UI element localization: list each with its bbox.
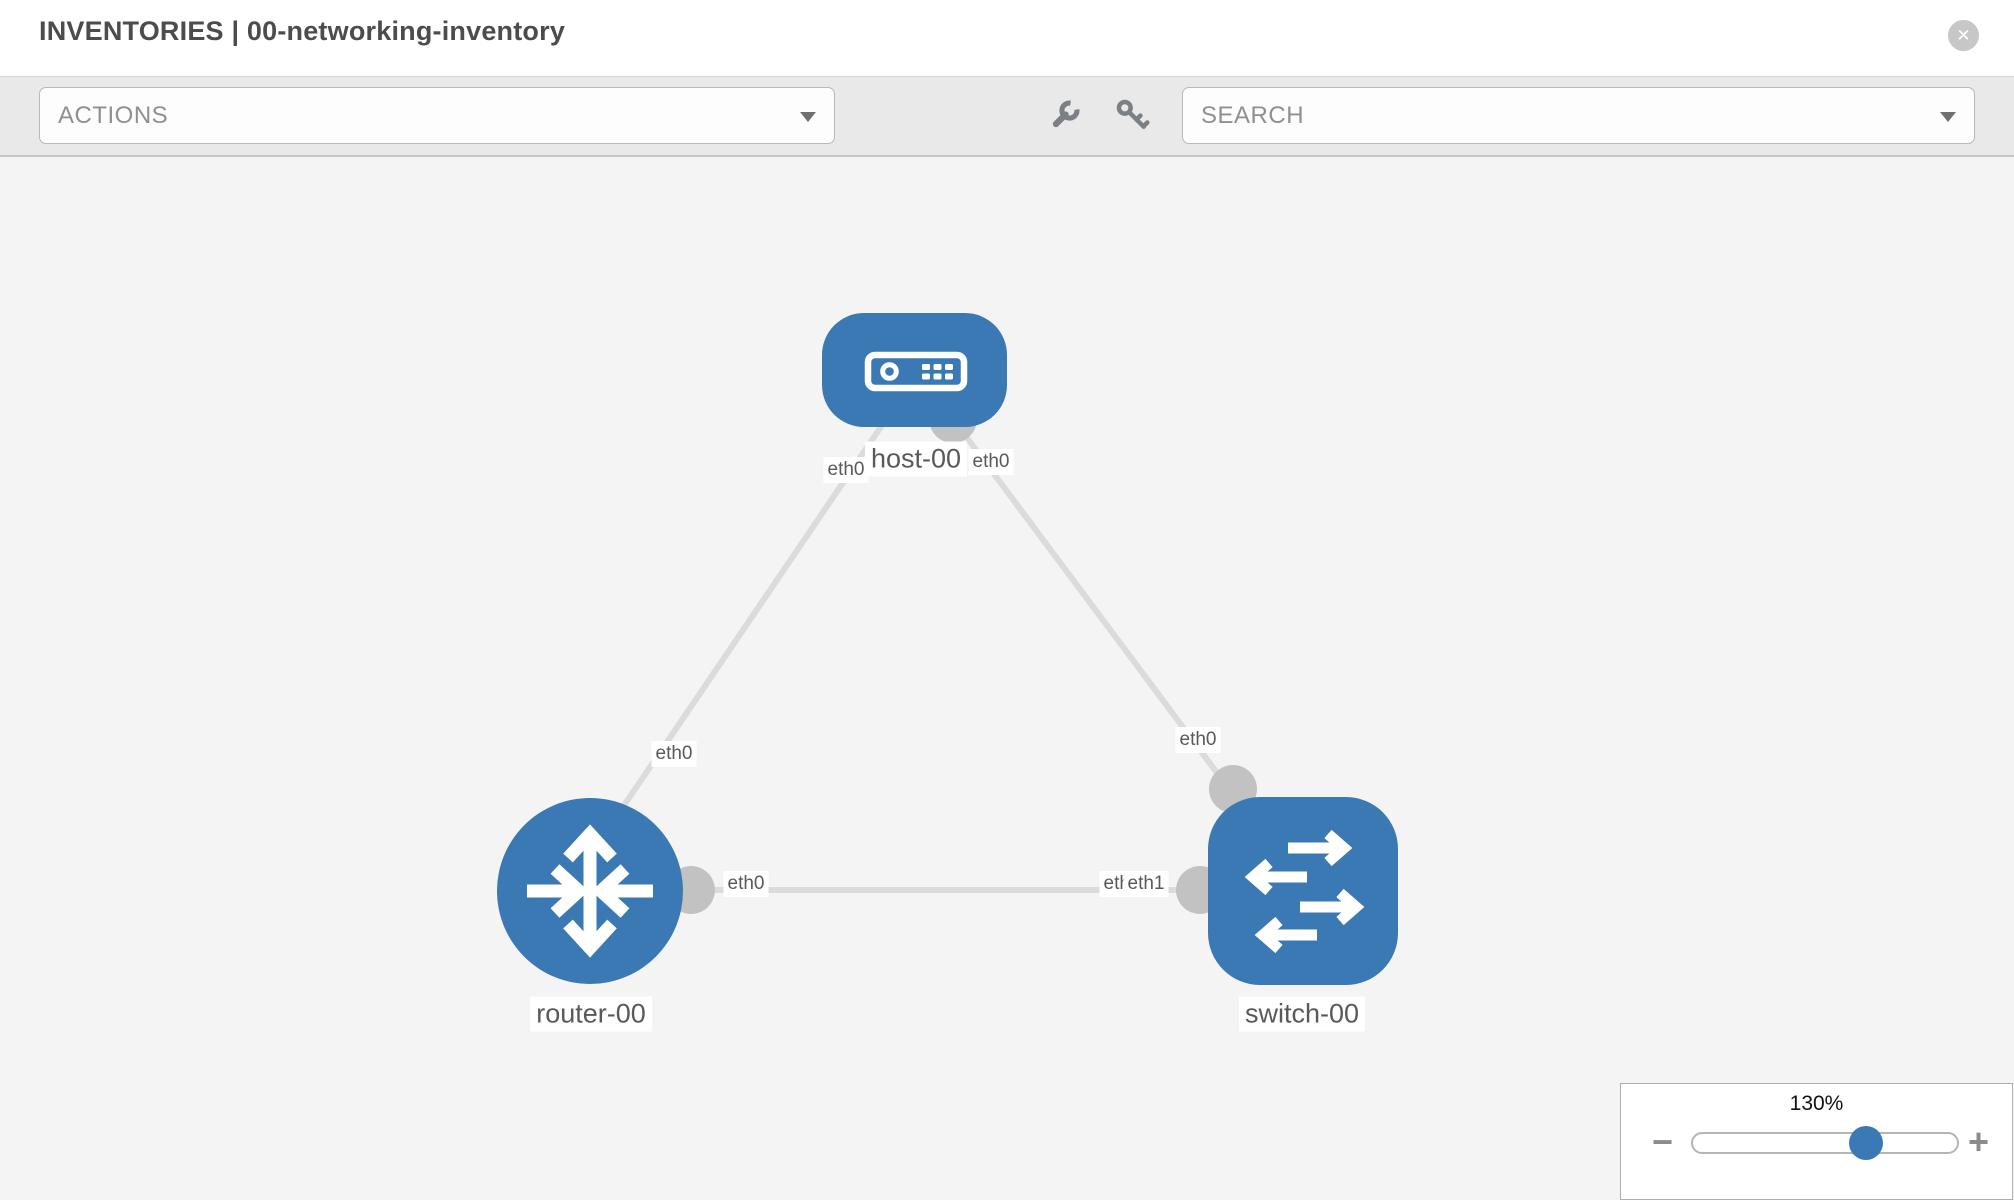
- key-icon[interactable]: [1114, 97, 1150, 133]
- page-header: INVENTORIES | 00-networking-inventory ✕: [0, 0, 2014, 76]
- zoom-panel: 130% − +: [1620, 1083, 2013, 1200]
- node-label-router: router-00: [530, 996, 652, 1032]
- iface-label: eth0: [651, 741, 697, 767]
- node-label-switch: switch-00: [1238, 996, 1366, 1032]
- chevron-down-icon: [800, 112, 816, 122]
- host-icon: [864, 351, 968, 392]
- iface-label: eth0: [823, 457, 869, 483]
- zoom-slider-thumb[interactable]: [1849, 1126, 1883, 1160]
- wrench-icon[interactable]: [1047, 97, 1083, 133]
- node-switch-00[interactable]: [1208, 797, 1398, 985]
- iface-label: eth0: [1175, 727, 1221, 753]
- close-button[interactable]: ✕: [1948, 20, 1979, 51]
- iface-label: eth0: [723, 871, 769, 897]
- search-dropdown-label: SEARCH: [1201, 102, 1305, 129]
- actions-dropdown-label: ACTIONS: [58, 102, 169, 129]
- actions-dropdown[interactable]: ACTIONS: [39, 87, 835, 144]
- links-layer: [590, 395, 1302, 914]
- node-router-00[interactable]: [497, 798, 683, 984]
- iface-label: eth0: [968, 449, 1014, 475]
- switch-icon: [1244, 829, 1365, 954]
- zoom-in-button[interactable]: +: [1968, 1121, 1990, 1162]
- zoom-level-value: 130%: [1789, 1092, 1844, 1115]
- close-icon: ✕: [1956, 26, 1971, 45]
- iface-label: eth1: [1123, 871, 1169, 897]
- chevron-down-icon: [1940, 112, 1956, 122]
- node-host-00[interactable]: [822, 313, 1007, 427]
- page-title: INVENTORIES | 00-networking-inventory: [39, 16, 566, 46]
- zoom-out-button[interactable]: −: [1652, 1121, 1674, 1162]
- toolbar: ACTIONS SEARCH: [0, 76, 2014, 157]
- node-label-host: host-00: [864, 441, 968, 477]
- topology-canvas[interactable]: host-00 router-00 switch-00 eth0 eth0 et…: [0, 157, 2014, 1200]
- search-dropdown[interactable]: SEARCH: [1182, 87, 1975, 144]
- router-icon: [527, 824, 653, 958]
- zoom-slider-track[interactable]: [1691, 1126, 1959, 1160]
